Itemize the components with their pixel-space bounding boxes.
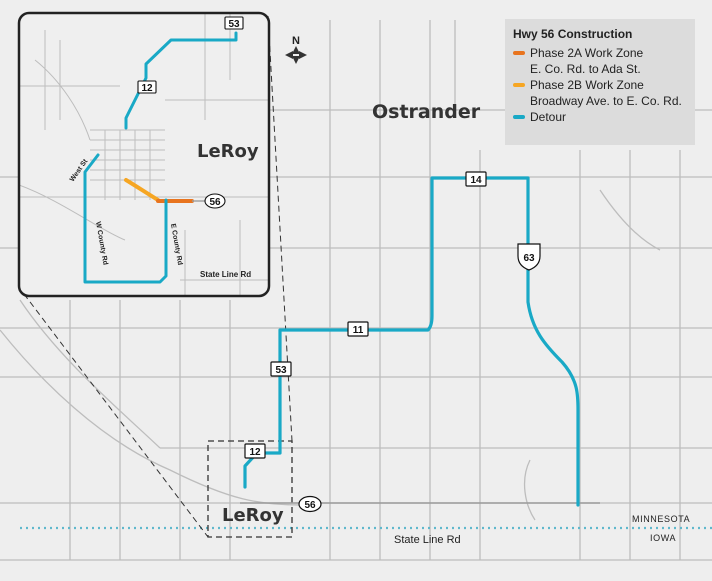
legend-label: Phase 2B Work Zone	[530, 78, 644, 92]
inset-shield-56: 56	[204, 193, 226, 209]
town-ostrander: Ostrander	[372, 101, 481, 123]
svg-text:53: 53	[275, 365, 287, 376]
inset-leader-line	[23, 293, 209, 538]
svg-text:63: 63	[523, 253, 535, 264]
phase-2b-swatch	[513, 83, 525, 87]
inset-detour-route	[83, 31, 238, 284]
legend-sub: E. Co. Rd. to Ada St.	[530, 62, 641, 76]
shield-11: 11	[347, 321, 369, 337]
svg-text:11: 11	[353, 325, 364, 336]
legend-item-phase-2a: Phase 2A Work Zone	[513, 45, 687, 61]
inset-map: LeRoy State Line Rd West St W County Rd …	[17, 11, 271, 298]
detour-route	[243, 176, 580, 507]
inset-shield-12: 12	[137, 80, 157, 94]
shield-53: 53	[270, 361, 292, 377]
svg-text:53: 53	[228, 19, 240, 30]
shield-56: 56	[298, 495, 322, 513]
svg-text:56: 56	[209, 197, 221, 208]
inset-road-network	[19, 13, 269, 296]
north-arrow-icon: N	[285, 35, 307, 64]
town-leroy: LeRoy	[222, 505, 284, 526]
label-inset-state-line-rd: State Line Rd	[200, 270, 251, 279]
road-network	[0, 20, 712, 561]
legend-title: Hwy 56 Construction	[513, 27, 633, 41]
svg-text:12: 12	[249, 447, 261, 458]
legend-item-detour: Detour	[513, 109, 687, 125]
shield-12: 12	[244, 443, 266, 459]
legend-label: Phase 2A Work Zone	[530, 46, 644, 60]
svg-text:N: N	[292, 35, 300, 47]
label-minnesota: MINNESOTA	[632, 514, 690, 524]
label-iowa: IOWA	[650, 533, 676, 543]
label-state-line-rd: State Line Rd	[394, 534, 461, 546]
shield-us-63: 63	[517, 243, 541, 271]
inset-town-leroy: LeRoy	[197, 141, 259, 162]
phase-2a-swatch	[513, 51, 525, 55]
shield-14: 14	[465, 171, 487, 187]
inset-zoom-box	[207, 440, 293, 538]
svg-text:56: 56	[304, 500, 316, 511]
svg-text:12: 12	[141, 83, 153, 94]
legend: Hwy 56 Construction Phase 2A Work Zone E…	[505, 19, 695, 145]
inset-shield-53: 53	[224, 16, 244, 30]
phase-2b-work-zone	[124, 178, 160, 202]
detour-swatch	[513, 115, 525, 119]
legend-sub: Broadway Ave. to E. Co. Rd.	[530, 94, 682, 108]
legend-item-phase-2b: Phase 2B Work Zone	[513, 77, 687, 93]
svg-text:14: 14	[470, 175, 482, 186]
legend-label: Detour	[530, 110, 567, 124]
